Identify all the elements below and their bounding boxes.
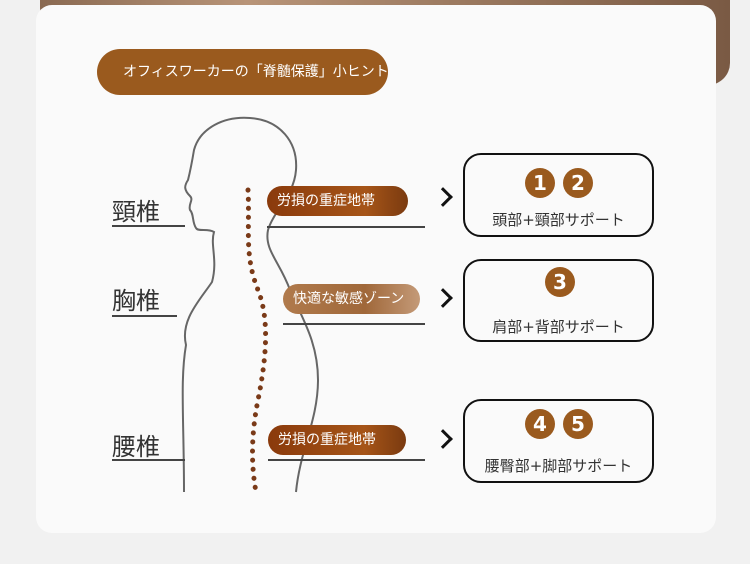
support-text: 肩部+背部サポート xyxy=(492,318,625,336)
divider xyxy=(267,226,425,228)
spine-dots xyxy=(245,187,269,495)
divider xyxy=(112,225,185,227)
support-text: 頭部+頸部サポート xyxy=(492,211,625,229)
divider xyxy=(112,315,177,317)
zone-tag: 労損の重症地帯 xyxy=(267,186,408,216)
divider xyxy=(112,459,185,461)
number-badge: 1 xyxy=(525,168,555,198)
support-text: 腰臀部+脚部サポート xyxy=(484,457,633,475)
divider xyxy=(283,323,425,325)
title-banner: オフィスワーカーの「脊髄保護」小ヒント xyxy=(97,49,389,95)
number-badge: 2 xyxy=(563,168,593,198)
number-badge: 4 xyxy=(525,409,555,439)
number-badge: 3 xyxy=(545,267,575,297)
support-box-shoulder-back: 3 肩部+背部サポート xyxy=(463,259,654,342)
region-label-cervical: 頸椎 xyxy=(112,198,160,226)
support-box-waist-legs: 4 5 腰臀部+脚部サポート xyxy=(463,399,654,483)
support-box-head-neck: 1 2 頭部+頸部サポート xyxy=(463,153,654,237)
region-label-thoracic: 胸椎 xyxy=(112,287,160,315)
zone-tag: 労損の重症地帯 xyxy=(268,425,406,455)
number-badge: 5 xyxy=(563,409,593,439)
region-label-lumbar: 腰椎 xyxy=(112,433,160,461)
divider xyxy=(268,459,425,461)
zone-tag: 快適な敏感ゾーン xyxy=(283,284,420,314)
